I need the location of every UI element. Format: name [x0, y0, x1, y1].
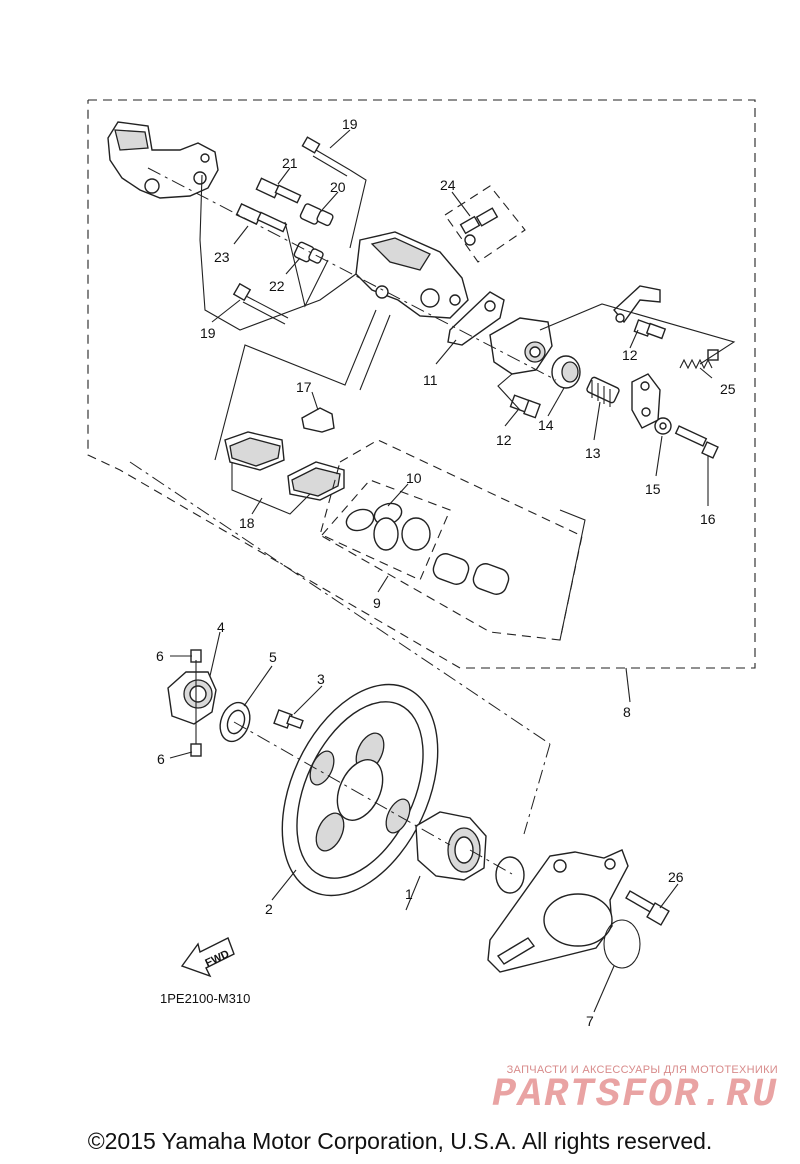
brake-disc-2 — [281, 683, 439, 897]
o-ring — [495, 856, 525, 894]
set-screw-6-bottom — [190, 743, 202, 757]
kit-line — [497, 373, 521, 411]
piston-kit-boundary — [319, 439, 583, 641]
hub-1 — [415, 811, 487, 881]
watermark-logo: PARTSFOR.RU — [491, 1073, 778, 1118]
caliper-bracket-part — [107, 121, 219, 199]
kit-line — [359, 314, 391, 391]
fwd-arrow-icon: FWD — [180, 937, 235, 978]
bolt-12-upper — [633, 319, 667, 340]
callout-23: 23 — [214, 249, 230, 265]
plate-lever — [631, 373, 661, 429]
bracket-upper — [613, 285, 661, 324]
nut-15 — [654, 417, 672, 435]
kit-line — [199, 174, 357, 331]
pad-kit-bracket — [231, 462, 311, 515]
bolt-3 — [273, 709, 304, 730]
adjuster-13 — [586, 376, 620, 407]
callout-3: 3 — [317, 671, 325, 687]
callout-25: 25 — [720, 381, 736, 397]
boot-20 — [299, 203, 334, 227]
callout-13: 13 — [585, 445, 601, 461]
callout-26: 26 — [668, 869, 684, 885]
callout-18: 18 — [239, 515, 255, 531]
bolt-26 — [625, 890, 670, 926]
watermark: ЗАПЧАСТИ И АКСЕССУАРЫ ДЛЯ МОТОТЕХНИКИ PA… — [492, 1064, 778, 1116]
callout-19-top: 19 — [342, 116, 358, 132]
kit-line — [539, 303, 736, 365]
callout-21: 21 — [282, 155, 298, 171]
pistons-9 — [432, 553, 510, 595]
caliper-body-part — [355, 231, 469, 319]
watermark-tagline: ЗАПЧАСТИ И АКСЕССУАРЫ ДЛЯ МОТОТЕХНИКИ — [506, 1064, 778, 1076]
kit-line — [214, 309, 377, 461]
callout-16: 16 — [700, 511, 716, 527]
copyright-notice: ©2015 Yamaha Motor Corporation, U.S.A. A… — [87, 1128, 713, 1154]
callout-12-upper: 12 — [622, 347, 638, 363]
bolt-16 — [674, 425, 719, 459]
callout-7: 7 — [586, 1013, 594, 1029]
brake-pads-18 — [224, 431, 345, 501]
bolt-12-lower — [509, 394, 541, 419]
caliper-assembly-boundary — [87, 99, 756, 669]
axis-line — [523, 743, 551, 835]
axis-line — [129, 461, 551, 745]
seals-10 — [345, 502, 431, 551]
callout-14: 14 — [538, 417, 554, 433]
callout-12-lower: 12 — [496, 432, 512, 448]
pin-23 — [235, 202, 288, 233]
callout-9: 9 — [373, 595, 381, 611]
circlip-7 — [603, 919, 641, 969]
kit-line — [349, 169, 367, 249]
kit-line — [559, 509, 586, 641]
callout-5: 5 — [269, 649, 277, 665]
callout-10: 10 — [406, 470, 422, 486]
spring-25 — [679, 349, 719, 370]
pin-21 — [255, 177, 302, 204]
pad-spring-17 — [301, 407, 335, 433]
callout-8: 8 — [623, 704, 631, 720]
callout-24: 24 — [440, 177, 456, 193]
kit-line — [284, 221, 329, 308]
bolt-19-top — [301, 136, 351, 177]
lever-housing-part — [489, 317, 553, 375]
gasket-11 — [447, 291, 505, 346]
axis-line — [469, 849, 513, 875]
callout-6-bottom: 6 — [157, 751, 165, 767]
callout-6-top: 6 — [156, 648, 164, 664]
axis-line — [147, 167, 557, 381]
callout-1: 1 — [405, 886, 413, 902]
callout-15: 15 — [645, 481, 661, 497]
piston-14 — [551, 355, 581, 389]
bolt-19-lower — [232, 282, 289, 325]
seal-kit-boundary — [321, 479, 451, 581]
callout-4: 4 — [217, 619, 225, 635]
bleed-screw-24 — [459, 207, 499, 246]
callout-17: 17 — [296, 379, 312, 395]
boot-22 — [293, 241, 324, 264]
callout-19-lower: 19 — [200, 325, 216, 341]
callout-20: 20 — [330, 179, 346, 195]
bleed-kit-box — [444, 185, 526, 263]
drawing-code: 1PE2100-M310 — [160, 991, 250, 1006]
callout-22: 22 — [269, 278, 285, 294]
callout-2: 2 — [265, 901, 273, 917]
callout-11: 11 — [423, 372, 438, 388]
nut-4 — [167, 671, 217, 725]
bracket-plate — [487, 849, 629, 973]
